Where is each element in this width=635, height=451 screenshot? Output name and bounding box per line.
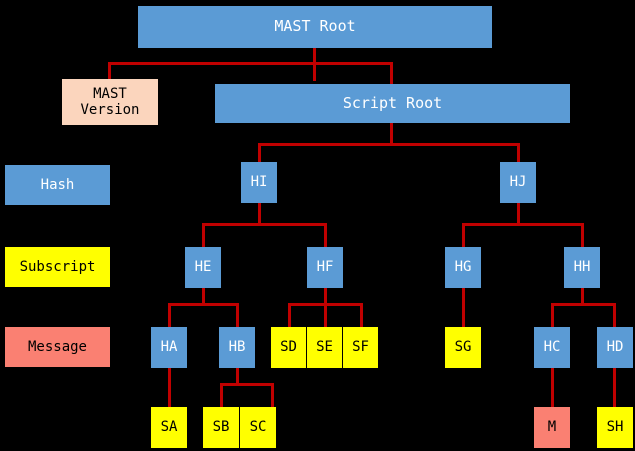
- node-hd[interactable]: HD: [597, 327, 633, 368]
- edge-hj-drop: [517, 143, 520, 164]
- edge-hj-down: [517, 203, 520, 225]
- node-sc[interactable]: SC: [240, 407, 276, 448]
- edge-hg-drop: [462, 223, 465, 249]
- edge-mastversion-drop: [108, 62, 111, 80]
- node-sd[interactable]: SD: [271, 327, 306, 368]
- edge-hh-down: [581, 288, 584, 305]
- edge-hb-down: [236, 368, 239, 385]
- edge-hb-drop: [236, 303, 239, 329]
- node-hc[interactable]: HC: [534, 327, 570, 368]
- edge-sf-drop: [360, 303, 363, 329]
- node-hi[interactable]: HI: [241, 162, 277, 203]
- node-sa[interactable]: SA: [151, 407, 187, 448]
- edge-he-drop: [202, 223, 205, 249]
- edge-hf-down: [324, 288, 327, 305]
- edge-se-drop: [324, 303, 327, 329]
- edge-hb-bus: [220, 383, 274, 386]
- node-hj[interactable]: HJ: [500, 162, 536, 203]
- edge-hh-bus: [551, 303, 616, 306]
- node-mast-root[interactable]: MAST Root: [138, 6, 492, 48]
- node-hh[interactable]: HH: [564, 247, 600, 288]
- edge-hg-sg: [462, 288, 465, 329]
- edge-sb-drop: [220, 383, 223, 409]
- edge-hi-bus: [202, 223, 326, 226]
- node-sg[interactable]: SG: [445, 327, 481, 368]
- node-se[interactable]: SE: [307, 327, 342, 368]
- edge-he-bus: [168, 303, 239, 306]
- edge-scriptroot-drop: [390, 62, 393, 84]
- edge-scriptroot-down: [390, 123, 393, 145]
- edge-sd-drop: [288, 303, 291, 329]
- edge-hc-m: [551, 368, 554, 409]
- edge-hd-sh: [613, 368, 616, 409]
- node-script-root[interactable]: Script Root: [215, 84, 570, 123]
- node-m[interactable]: M: [534, 407, 570, 448]
- edge-hj-bus: [462, 223, 584, 226]
- node-sh[interactable]: SH: [597, 407, 633, 448]
- node-ha[interactable]: HA: [151, 327, 187, 368]
- node-sb[interactable]: SB: [203, 407, 239, 448]
- edge-he-down: [202, 288, 205, 305]
- edge-hi-down: [258, 203, 261, 225]
- node-hg[interactable]: HG: [445, 247, 481, 288]
- node-hf[interactable]: HF: [307, 247, 343, 288]
- node-mast-version[interactable]: MAST Version: [62, 79, 158, 125]
- edge-hi-drop: [258, 143, 261, 164]
- edge-hd-drop: [613, 303, 616, 329]
- edge-hc-drop: [551, 303, 554, 329]
- legend-item-subscript: Subscript: [5, 247, 110, 287]
- node-he[interactable]: HE: [185, 247, 221, 288]
- node-sf[interactable]: SF: [343, 327, 378, 368]
- node-hb[interactable]: HB: [219, 327, 255, 368]
- edge-sc-drop: [271, 383, 274, 409]
- edge-mastroot-bus: [108, 62, 393, 65]
- legend-item-hash: Hash: [5, 165, 110, 205]
- edge-hh-drop: [581, 223, 584, 249]
- legend-item-message: Message: [5, 327, 110, 367]
- edge-ha-drop: [168, 303, 171, 329]
- edge-hf-drop: [324, 223, 327, 249]
- edge-scriptroot-bus: [258, 143, 520, 146]
- edge-ha-sa: [168, 368, 171, 409]
